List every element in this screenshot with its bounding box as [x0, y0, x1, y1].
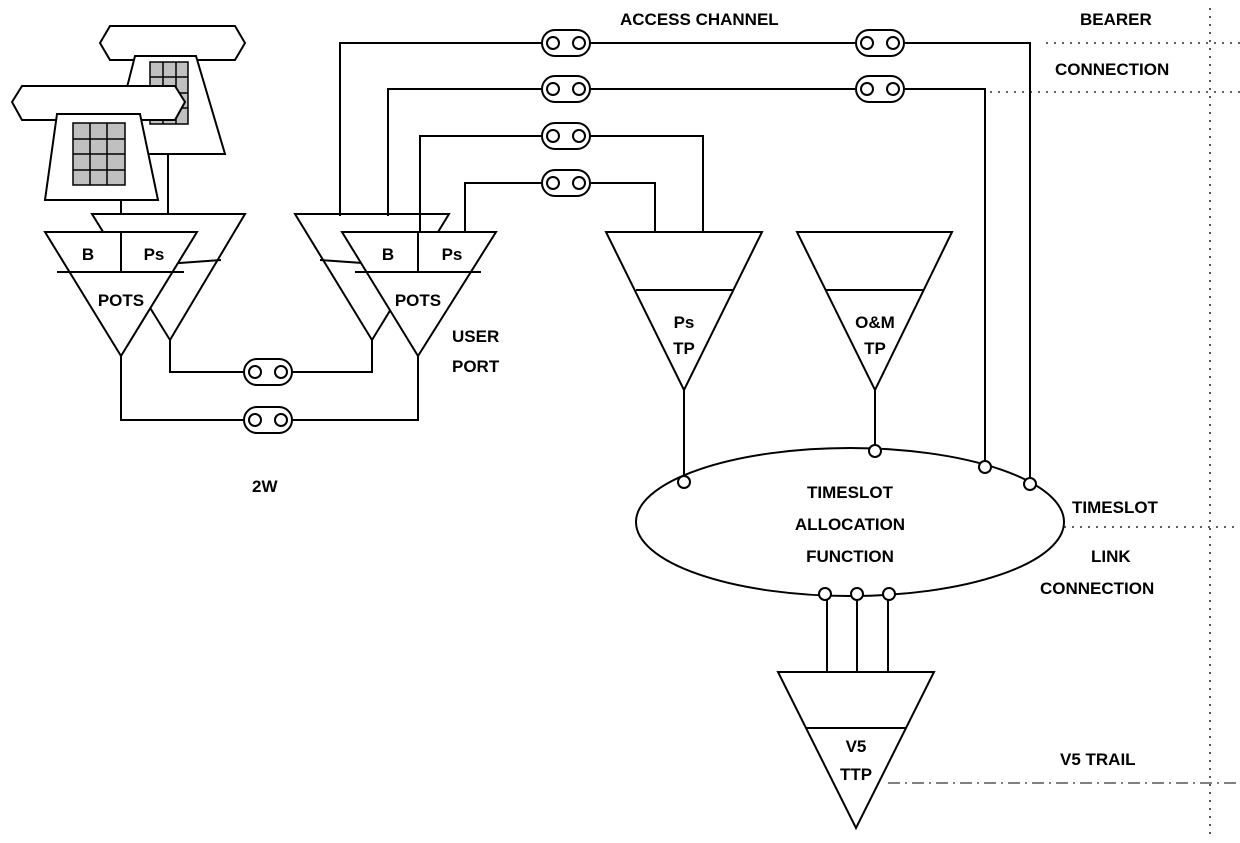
- connection-symbol: [541, 75, 591, 103]
- connection-symbol: [243, 358, 293, 386]
- connection-label: CONNECTION: [1055, 60, 1169, 79]
- v5-ttp-label-1: V5: [846, 737, 867, 756]
- termination-circle: [1023, 477, 1037, 491]
- left-user-port: B Ps POTS: [43, 213, 247, 358]
- access-channel-line-2: [387, 88, 986, 462]
- termination-circle: [882, 587, 896, 601]
- two-wire-label: 2W: [252, 477, 278, 496]
- termination-circles: [677, 444, 1037, 601]
- right-pots-label: POTS: [395, 291, 441, 310]
- om-tp-label-2: TP: [864, 339, 886, 358]
- taf-label-1: TIMESLOT: [807, 483, 894, 502]
- taf-label-3: FUNCTION: [806, 547, 894, 566]
- v5-trail-label: V5 TRAIL: [1060, 750, 1136, 769]
- access-channel-line-1: [339, 42, 1031, 478]
- user-port-label-2: PORT: [452, 357, 500, 376]
- termination-circle: [818, 587, 832, 601]
- termination-circle: [868, 444, 882, 458]
- user-port-label-1: USER: [452, 327, 499, 346]
- termination-circle: [677, 475, 691, 489]
- telephone-icon-front: [10, 85, 187, 201]
- om-tp-label-1: O&M: [855, 313, 895, 332]
- left-ps-label: Ps: [144, 245, 165, 264]
- bearer-label: BEARER: [1080, 10, 1152, 29]
- connection-symbol: [541, 122, 591, 150]
- connection-symbols: [243, 29, 905, 434]
- taf-label-2: ALLOCATION: [795, 515, 905, 534]
- ps-tp-label-1: Ps: [674, 313, 695, 332]
- right-user-port: B Ps POTS: [293, 213, 498, 358]
- termination-circle: [978, 460, 992, 474]
- ps-tp-termination-point: Ps TP: [604, 231, 764, 393]
- left-b-label: B: [82, 245, 94, 264]
- right-b-label: B: [382, 245, 394, 264]
- v5-ttp-label-2: TTP: [840, 765, 872, 784]
- link-label: LINK: [1091, 547, 1131, 566]
- om-tp-termination-point: O&M TP: [795, 231, 954, 393]
- ps-tp-label-2: TP: [673, 339, 695, 358]
- connection-symbol: [855, 29, 905, 57]
- connection-symbol: [855, 75, 905, 103]
- v5-ttp-trail-termination-point: V5 TTP: [776, 671, 936, 831]
- link-connection-label: CONNECTION: [1040, 579, 1154, 598]
- right-ps-label: Ps: [442, 245, 463, 264]
- termination-circle: [850, 587, 864, 601]
- connection-symbol: [541, 169, 591, 197]
- left-pots-label: POTS: [98, 291, 144, 310]
- timeslot-allocation-function: TIMESLOT ALLOCATION FUNCTION: [635, 447, 1065, 597]
- timeslot-label: TIMESLOT: [1072, 498, 1159, 517]
- access-channel-label: ACCESS CHANNEL: [620, 10, 779, 29]
- connection-symbol: [243, 406, 293, 434]
- connection-symbol: [541, 29, 591, 57]
